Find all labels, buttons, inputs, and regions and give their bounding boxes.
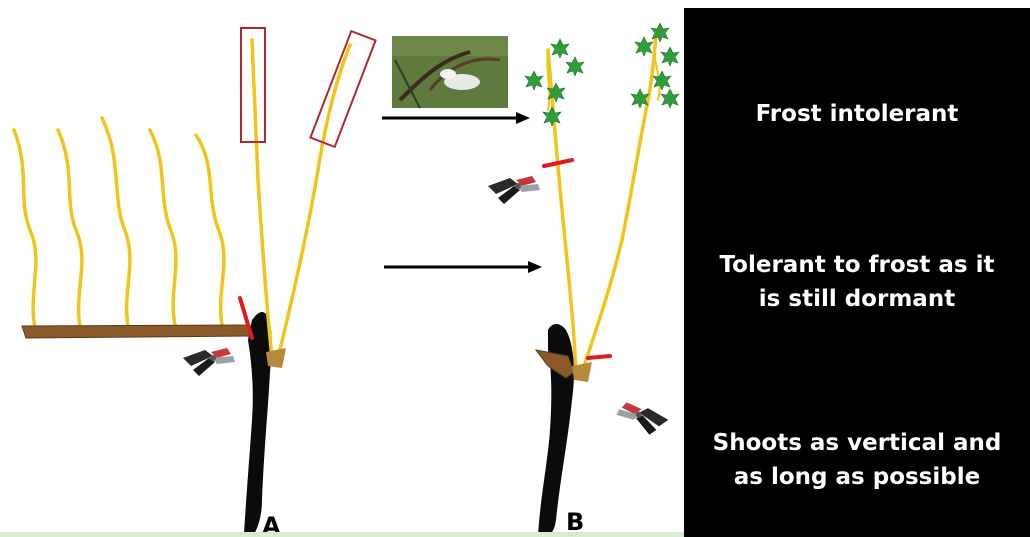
note-dormant-tolerant: Tolerant to frost as it is still dormant <box>684 248 1030 316</box>
spur-shoot-a-left <box>252 40 272 358</box>
leaf-icon-cluster-b-left <box>525 39 584 126</box>
cane-shoot-5 <box>196 135 224 325</box>
pruning-shears-icon-b-upper <box>488 176 540 204</box>
note-frost-intolerant: Frost intolerant <box>684 97 1030 131</box>
note-dormant-text: Tolerant to frost as it is still dormant <box>707 248 1007 316</box>
cane-shoot-2 <box>58 130 82 327</box>
panel-a: A <box>14 28 376 537</box>
arrow-top <box>382 112 530 124</box>
trunk-a <box>244 312 272 534</box>
leaf-icon-cluster-b-right <box>631 23 679 108</box>
note-shoots-text: Shoots as vertical and as long as possib… <box>707 426 1007 494</box>
pruning-shears-icon-b-lower <box>614 401 670 438</box>
cane-shoot-3 <box>102 118 130 326</box>
notes-panel: Frost intolerant Tolerant to frost as it… <box>684 8 1030 537</box>
highlight-box-right <box>310 31 375 147</box>
pruning-shears-icon-a <box>183 348 235 376</box>
arrow-bottom <box>384 261 542 273</box>
shoot-b-right <box>582 35 656 372</box>
bottom-strip <box>0 532 690 537</box>
note-shoots-vertical: Shoots as vertical and as long as possib… <box>684 426 1030 494</box>
cane-shoot-4 <box>150 130 176 325</box>
cane-shoot-1 <box>14 130 36 328</box>
cordon-shoots <box>14 118 224 328</box>
frost-photo <box>392 36 508 108</box>
spur-shoot-a-right <box>278 45 350 358</box>
panel-b: B <box>488 23 679 536</box>
cordon-arm <box>22 325 252 338</box>
pruning-diagram: A <box>0 0 690 537</box>
cut-mark-b-lower <box>588 356 610 358</box>
